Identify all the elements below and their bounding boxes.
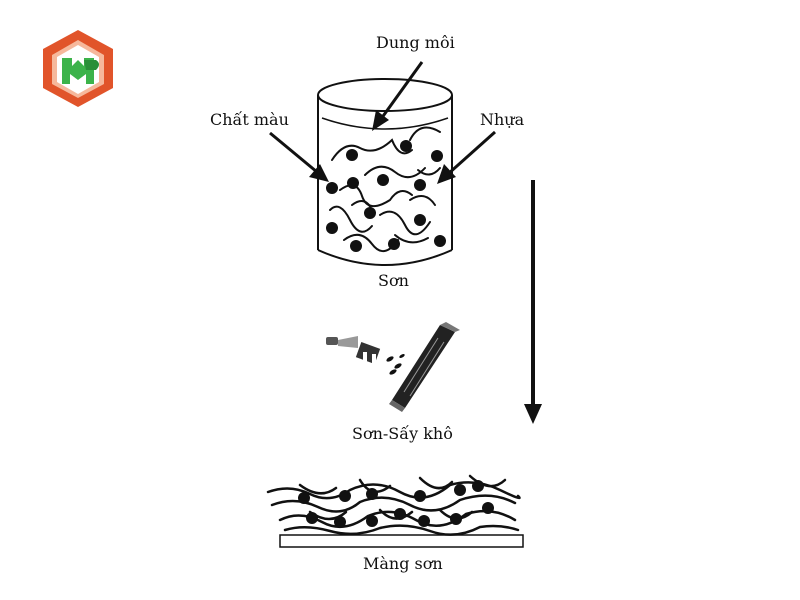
substrate-icon <box>279 534 524 548</box>
spray-dry-label: Sơn-Sấy khô <box>352 424 453 443</box>
resin-arrow-icon <box>437 130 496 184</box>
pointer-arrows <box>269 61 496 184</box>
painted-panel-icon <box>389 322 460 412</box>
hexagon-logo-icon <box>43 30 113 107</box>
film-pigment-particles <box>298 480 494 528</box>
pigment-arrow-icon <box>269 131 329 182</box>
down-arrow-icon <box>524 180 542 424</box>
pigment-particles <box>326 140 446 252</box>
resin-label: Nhựa <box>480 110 525 129</box>
solvent-arrow-icon <box>372 61 424 131</box>
solvent-label: Dung môi <box>376 33 455 52</box>
paint-label: Sơn <box>378 271 409 290</box>
paint-film-label: Màng sơn <box>363 554 443 573</box>
pigment-label: Chất màu <box>210 110 289 129</box>
spray-gun-icon <box>326 336 405 375</box>
